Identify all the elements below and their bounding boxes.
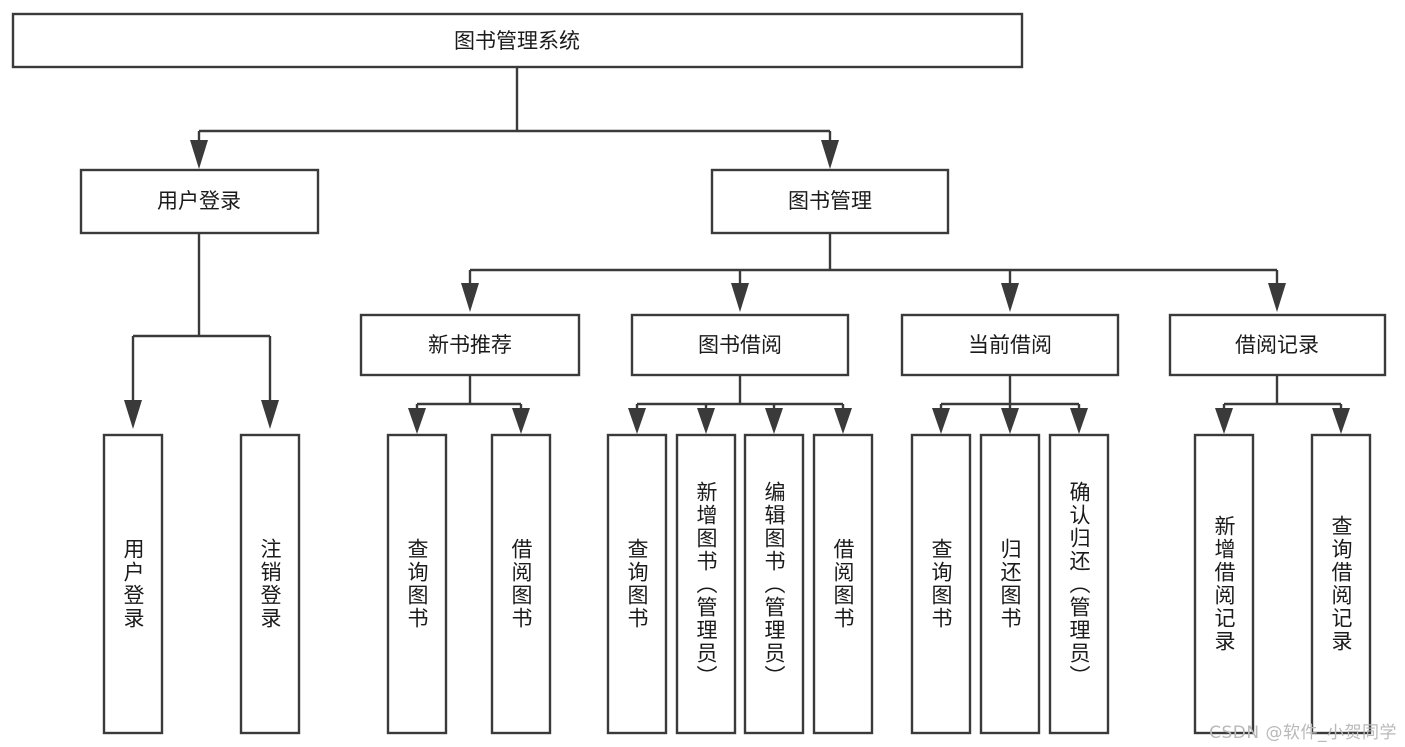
arrow-head-leaf-borrow-borrow-book (834, 408, 852, 434)
leaf-group-book-borrow (606, 433, 874, 735)
leaf-group-new-book-recommend (386, 433, 552, 735)
leaf-borrow-borrow-book-box[interactable] (812, 433, 874, 735)
arrow-head-leaf-cur-return-book (1001, 408, 1019, 434)
node-borrow-record-box[interactable] (1168, 313, 1387, 377)
arrow-head-leaf-cur-confirm-return (1070, 408, 1088, 434)
leaf-group-current-borrow (910, 433, 1110, 735)
node-new-book-recommend-box[interactable] (359, 313, 581, 377)
arrow-head-leaf-rec-query-record (1332, 408, 1350, 434)
leaf-user-logout-box[interactable] (239, 433, 301, 735)
arrow-head-borrow-record (1268, 283, 1286, 312)
leaf-cur-return-book-box[interactable] (979, 433, 1041, 735)
arrow-head-leaf-borrow-edit-book (765, 408, 783, 434)
arrow-head-leaf-user-logout (261, 400, 279, 429)
node-user-login[interactable]: 用户登录 (79, 168, 320, 235)
connector-group-new-book-recommend (408, 375, 530, 434)
leaf-cur-confirm-return-box[interactable] (1048, 433, 1110, 735)
node-current-borrow-label: 当前借阅 (968, 333, 1052, 357)
leaf-cur-query-book-box[interactable] (910, 433, 972, 735)
leaf-rec-query-record-box[interactable] (1310, 433, 1372, 735)
leaf-rec-query-book-box[interactable] (386, 433, 448, 735)
leaf-group-user-login (102, 433, 301, 735)
arrow-head-leaf-borrow-add-book (697, 408, 715, 434)
node-root-label: 图书管理系统 (454, 29, 580, 53)
connector-group-user-login (124, 233, 279, 429)
arrow-head-leaf-rec-borrow-book (512, 408, 530, 434)
connector-group-book-borrow (628, 375, 852, 434)
node-new-book-recommend[interactable]: 新书推荐 (359, 313, 581, 377)
arrow-head-leaf-borrow-query-book (628, 408, 646, 434)
connector-group-borrow-record (1215, 375, 1350, 434)
node-current-borrow-box[interactable] (900, 313, 1120, 377)
csdn-watermark: CSDN @软件_小贺同学 (1209, 723, 1397, 743)
arrow-head-leaf-cur-query-book (932, 408, 950, 434)
node-book-borrow[interactable]: 图书借阅 (630, 313, 850, 377)
node-book-manage-label: 图书管理 (788, 189, 872, 213)
leaf-user-login-box[interactable] (102, 433, 164, 735)
leaf-borrow-add-book-box[interactable] (675, 433, 737, 735)
arrow-head-leaf-user-login (124, 400, 142, 429)
node-book-borrow-box[interactable] (630, 313, 850, 377)
arrow-head-current-borrow (1001, 283, 1019, 312)
node-current-borrow[interactable]: 当前借阅 (900, 313, 1120, 377)
node-borrow-record[interactable]: 借阅记录 (1168, 313, 1387, 377)
arrow-head-leaf-rec-query-book (408, 408, 426, 434)
arrow-head-user-login (190, 140, 208, 169)
node-user-login-box[interactable] (79, 168, 320, 235)
node-root-box[interactable] (11, 12, 1024, 69)
node-root[interactable]: 图书管理系统 (11, 12, 1024, 69)
arrow-head-new-book-recommend (461, 283, 479, 312)
leaf-group-borrow-record (1193, 433, 1372, 735)
connector-group-root (190, 67, 839, 169)
leaf-borrow-edit-book-box[interactable] (743, 433, 805, 735)
node-borrow-record-label: 借阅记录 (1235, 333, 1319, 357)
leaf-rec-add-record-box[interactable] (1193, 433, 1255, 735)
arrow-head-book-borrow (731, 283, 749, 312)
node-book-manage-box[interactable] (710, 168, 950, 235)
arrow-head-book-manage (821, 140, 839, 169)
leaf-borrow-query-book-box[interactable] (606, 433, 668, 735)
connector-group-current-borrow (932, 375, 1088, 434)
connector-group-book-manage (461, 233, 1286, 312)
node-user-login-label: 用户登录 (157, 189, 241, 213)
node-book-manage[interactable]: 图书管理 (710, 168, 950, 235)
arrow-head-leaf-rec-add-record (1215, 408, 1233, 434)
node-book-borrow-label: 图书借阅 (698, 333, 782, 357)
node-new-book-recommend-label: 新书推荐 (428, 333, 512, 357)
leaf-rec-borrow-book-box[interactable] (490, 433, 552, 735)
